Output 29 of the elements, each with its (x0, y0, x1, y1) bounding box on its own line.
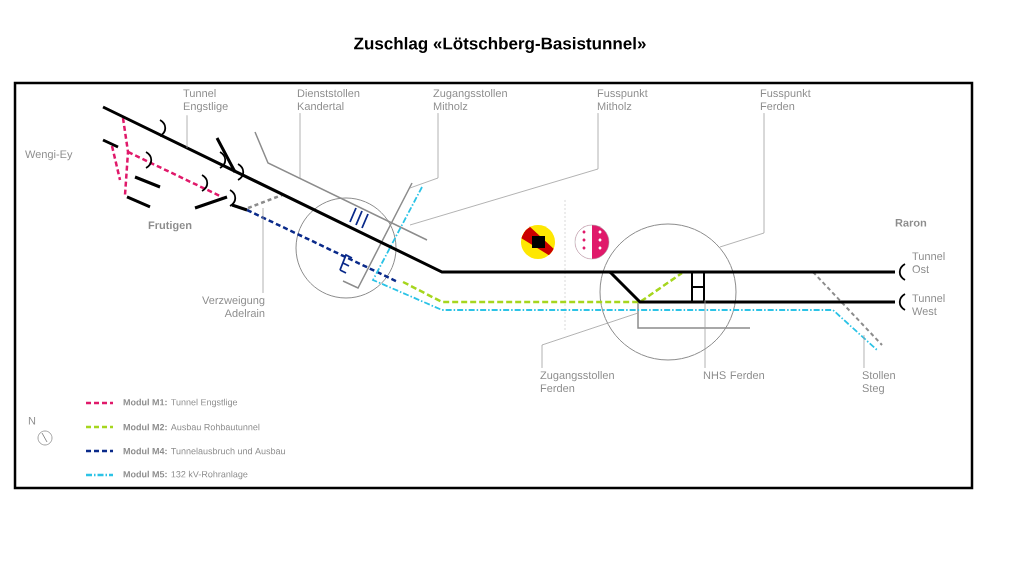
place-label: Dienststollen Kandertal (297, 89, 360, 111)
place-label: Fusspunkt Mitholz (597, 89, 648, 111)
leader-line (409, 112, 439, 189)
place-label: Verzweigung Adelrain (202, 296, 265, 318)
place-label: Wengi-Ey (25, 150, 73, 161)
place-label: Frutigen (148, 221, 192, 232)
legend-text: Modul M4: Tunnelausbruch und Ausbau (123, 447, 285, 455)
place-label: Raron (895, 219, 927, 227)
legend-text: Modul M5: 132 kV-Rohranlage (123, 470, 248, 480)
compass-letter: N (28, 417, 36, 425)
legend-text: Modul M2: Ausbau Rohbautunnel (123, 423, 260, 431)
leader-line (541, 312, 639, 369)
place-label: Tunnel Engstlige (183, 89, 228, 113)
place-label: Zugangsstollen Ferden (540, 371, 614, 393)
leader-line (186, 114, 188, 149)
title: Zuschlag «Lötschberg-Basistunnel» (354, 37, 646, 53)
leader-line (262, 207, 264, 294)
place-label: Stollen Steg (862, 371, 895, 395)
place-label: Zugangsstollen Mitholz (433, 89, 507, 111)
place-label: Tunnel West (912, 294, 945, 316)
place-label: Tunnel Ost (912, 252, 945, 274)
leader-line (719, 112, 765, 248)
place-label: Fusspunkt Ferden (760, 89, 811, 111)
place-label: NHS Ferden (703, 371, 764, 380)
leader-line (409, 112, 599, 226)
legend-text: Modul M1: Tunnel Engstlige (123, 398, 238, 408)
leader-line (704, 299, 706, 369)
leader-line (863, 334, 865, 369)
leader-line (299, 112, 301, 179)
